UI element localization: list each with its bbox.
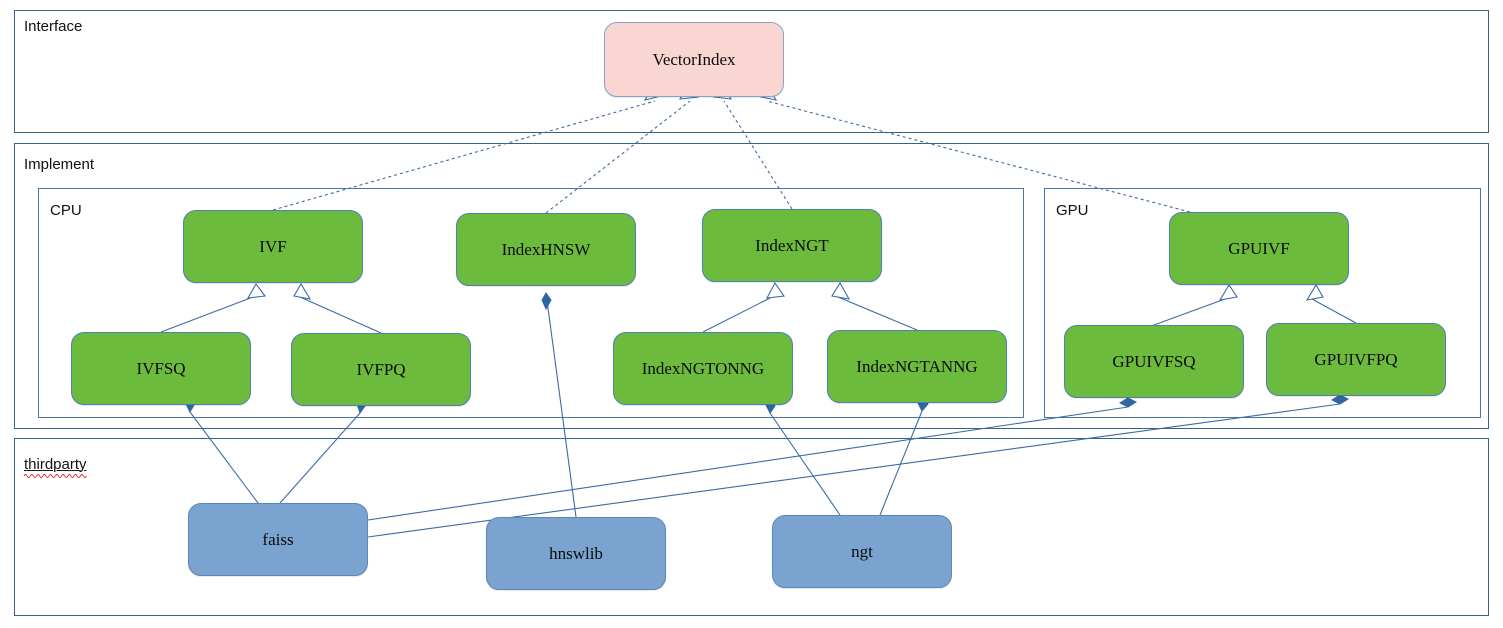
- frame-label-cpu: CPU: [50, 202, 82, 219]
- node-label: GPUIVF: [1228, 238, 1290, 258]
- node-label: GPUIVFSQ: [1112, 351, 1196, 371]
- node-vectorindex[interactable]: VectorIndex: [604, 22, 784, 97]
- frame-label-gpu: GPU: [1056, 202, 1089, 219]
- frame-label-thirdparty: thirdparty: [24, 456, 87, 478]
- node-gpuivfpq[interactable]: GPUIVFPQ: [1266, 323, 1446, 396]
- node-label: ngt: [851, 541, 873, 561]
- frame-label-interface: Interface: [24, 18, 83, 35]
- node-ivfpq[interactable]: IVFPQ: [291, 333, 471, 406]
- node-ivf[interactable]: IVF: [183, 210, 363, 283]
- node-indexngt[interactable]: IndexNGT: [702, 209, 882, 282]
- spellcheck-squiggle-icon: [24, 474, 87, 478]
- node-label: IndexNGT: [755, 235, 829, 255]
- node-label: IVFSQ: [136, 358, 186, 378]
- frame-label-implement: Implement: [24, 156, 95, 173]
- node-ivfsq[interactable]: IVFSQ: [71, 332, 251, 405]
- node-label: IVF: [259, 236, 287, 256]
- node-gpuivf[interactable]: GPUIVF: [1169, 212, 1349, 285]
- node-ngt[interactable]: ngt: [772, 515, 952, 588]
- node-label: faiss: [262, 529, 294, 549]
- node-label: IVFPQ: [356, 359, 406, 379]
- node-hnswlib[interactable]: hnswlib: [486, 517, 666, 590]
- node-label: IndexNGTANNG: [856, 356, 978, 376]
- node-faiss[interactable]: faiss: [188, 503, 368, 576]
- frame-label-thirdparty-text: thirdparty: [24, 456, 87, 473]
- node-indexhnsw[interactable]: IndexHNSW: [456, 213, 636, 286]
- node-label: hnswlib: [549, 543, 603, 563]
- node-label: VectorIndex: [652, 49, 736, 69]
- node-indexngtanng[interactable]: IndexNGTANNG: [827, 330, 1007, 403]
- node-label: IndexHNSW: [501, 239, 591, 259]
- node-gpuivfsq[interactable]: GPUIVFSQ: [1064, 325, 1244, 398]
- node-label: GPUIVFPQ: [1314, 349, 1398, 369]
- node-indexngtonng[interactable]: IndexNGTONNG: [613, 332, 793, 405]
- node-label: IndexNGTONNG: [641, 358, 765, 378]
